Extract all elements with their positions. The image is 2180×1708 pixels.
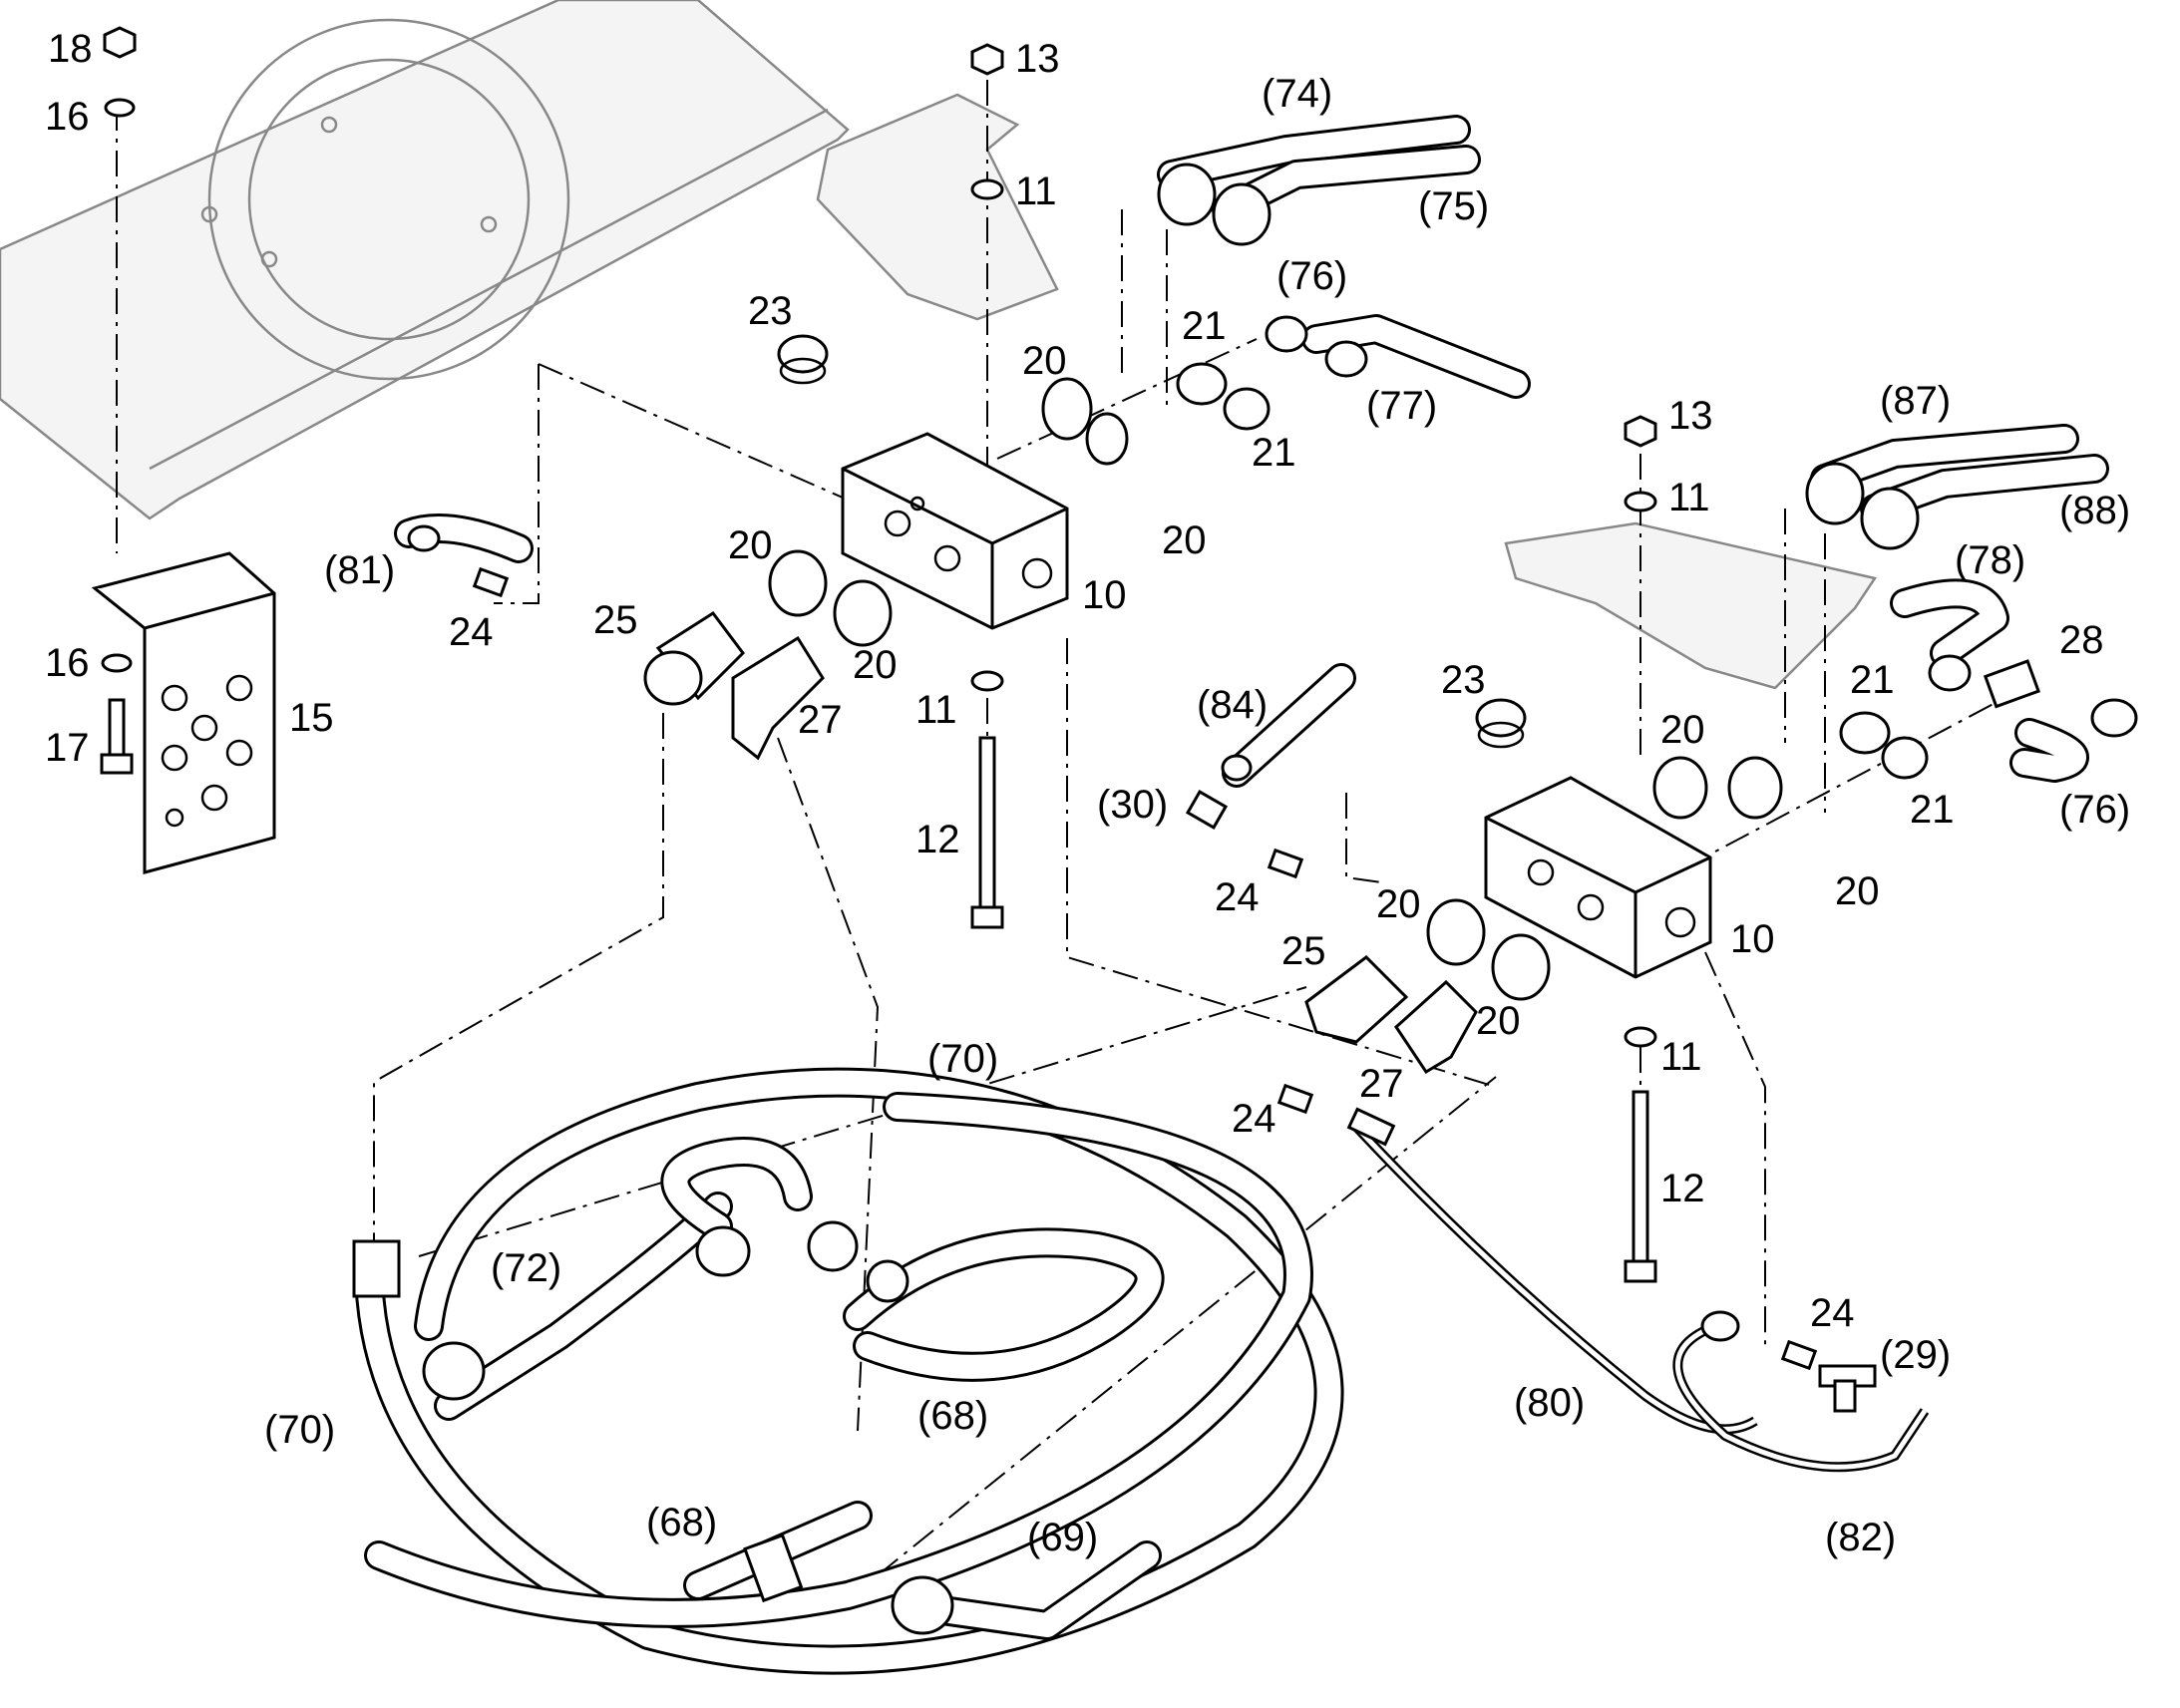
- callout-70b: (70): [264, 1408, 335, 1452]
- washer-16a: [104, 98, 136, 118]
- bolt-17: [100, 698, 134, 775]
- callout-28: 28: [2059, 618, 2104, 662]
- callout-18: 18: [48, 27, 93, 71]
- callout-84: (84): [1197, 683, 1268, 727]
- callout-20f: 20: [1835, 869, 1880, 913]
- adapter-24b: [1267, 848, 1304, 879]
- callout-20g: 20: [1376, 882, 1421, 926]
- washer-11d: [1624, 1026, 1657, 1048]
- callout-16b: 16: [45, 641, 90, 685]
- callout-20d: 20: [853, 643, 898, 687]
- callout-20e: 20: [1660, 708, 1705, 752]
- elbow-27b: [1394, 979, 1478, 1075]
- callout-13a: 13: [1015, 37, 1060, 81]
- adapter-24d: [1780, 1339, 1818, 1371]
- manifold-block-lower: [1484, 776, 1712, 979]
- mounting-plate-upper: [816, 93, 1059, 321]
- callout-25a: 25: [593, 598, 638, 642]
- callout-76a: (76): [1276, 254, 1347, 298]
- callout-20h: 20: [1476, 999, 1521, 1043]
- adapter-24a: [472, 566, 510, 598]
- callout-17: 17: [45, 726, 90, 770]
- mounting-plate-lower: [1504, 521, 1878, 690]
- callout-24c: 24: [1232, 1097, 1276, 1141]
- callout-21b: 21: [1252, 431, 1296, 475]
- hoses: [354, 115, 2109, 1675]
- callout-24d: 24: [1810, 1291, 1855, 1335]
- callout-16a: 16: [45, 95, 90, 139]
- callout-72: (72): [491, 1246, 561, 1290]
- callout-11a: 11: [1015, 170, 1057, 213]
- tee-29: [1818, 1364, 1877, 1413]
- callout-80: (80): [1514, 1381, 1585, 1425]
- washer-11b: [970, 670, 1004, 692]
- callout-68b: (68): [646, 1501, 717, 1544]
- nut-13b: [1624, 415, 1657, 448]
- callout-20c: 20: [728, 523, 773, 567]
- callout-78: (78): [1955, 538, 2025, 582]
- callout-24b: 24: [1215, 875, 1260, 919]
- callout-11c: 11: [1668, 476, 1710, 519]
- callout-87: (87): [1880, 379, 1951, 423]
- manifold-block-upper: [841, 432, 1069, 630]
- fittings-21-upper: [1176, 362, 1271, 431]
- callout-12b: 12: [1660, 1167, 1705, 1210]
- plug-23a: [777, 334, 829, 385]
- callout-23b: 23: [1441, 658, 1486, 702]
- bolt-12b: [1624, 1090, 1657, 1283]
- fittings-20-lower: [1426, 756, 1783, 1001]
- elbow-25b: [1304, 955, 1409, 1044]
- washer-11a: [970, 178, 1004, 200]
- bracket-15: [91, 551, 276, 874]
- callout-24a: 24: [449, 610, 494, 654]
- callout-10b: 10: [1730, 917, 1775, 961]
- callout-23a: 23: [748, 289, 793, 333]
- fitting-28: [1983, 659, 2041, 709]
- cover-plate: [0, 0, 850, 520]
- callout-21a: 21: [1182, 304, 1227, 348]
- callout-25b: 25: [1281, 929, 1326, 973]
- callout-11b: 11: [915, 688, 957, 732]
- callout-27a: 27: [798, 698, 843, 742]
- callout-13b: 13: [1668, 394, 1713, 438]
- elbow-30: [1185, 790, 1229, 830]
- callout-21c: 21: [1850, 658, 1895, 702]
- callout-12a: 12: [915, 818, 960, 861]
- callout-70a: (70): [927, 1037, 998, 1081]
- callout-20b: 20: [1162, 518, 1207, 562]
- callout-10a: 10: [1082, 573, 1127, 617]
- washer-11c: [1624, 491, 1657, 512]
- callout-76b: (76): [2059, 788, 2130, 832]
- callout-81: (81): [324, 548, 395, 592]
- fittings-20-upper: [768, 377, 1129, 647]
- callout-11d: 11: [1660, 1035, 1702, 1079]
- adapter-24c: [1276, 1083, 1314, 1115]
- callout-88: (88): [2059, 489, 2130, 532]
- callout-75: (75): [1418, 184, 1489, 228]
- plug-23b: [1475, 698, 1527, 749]
- hose-nuts: [352, 163, 2138, 1635]
- callout-69: (69): [1027, 1516, 1098, 1559]
- elbow-27a: [731, 635, 825, 761]
- fittings-21-lower: [1839, 711, 1929, 780]
- callout-74: (74): [1262, 72, 1332, 116]
- callout-77: (77): [1366, 384, 1437, 428]
- bolt-12a: [970, 736, 1004, 929]
- callout-20a: 20: [1022, 339, 1067, 383]
- callout-68a: (68): [917, 1394, 988, 1438]
- elbow-25a: [643, 610, 745, 706]
- callout-labels: 18 16 16 17 15 13 11 11 12 10 23 20 20 2…: [45, 27, 2130, 1559]
- washer-16b: [101, 653, 133, 673]
- nut-18: [103, 26, 137, 59]
- callout-27b: 27: [1359, 1062, 1404, 1106]
- callout-82: (82): [1825, 1516, 1896, 1559]
- nut-13a: [970, 43, 1004, 76]
- callout-15: 15: [289, 696, 334, 740]
- callout-21d: 21: [1910, 788, 1955, 832]
- callout-30: (30): [1097, 783, 1168, 827]
- callout-29: (29): [1880, 1333, 1951, 1377]
